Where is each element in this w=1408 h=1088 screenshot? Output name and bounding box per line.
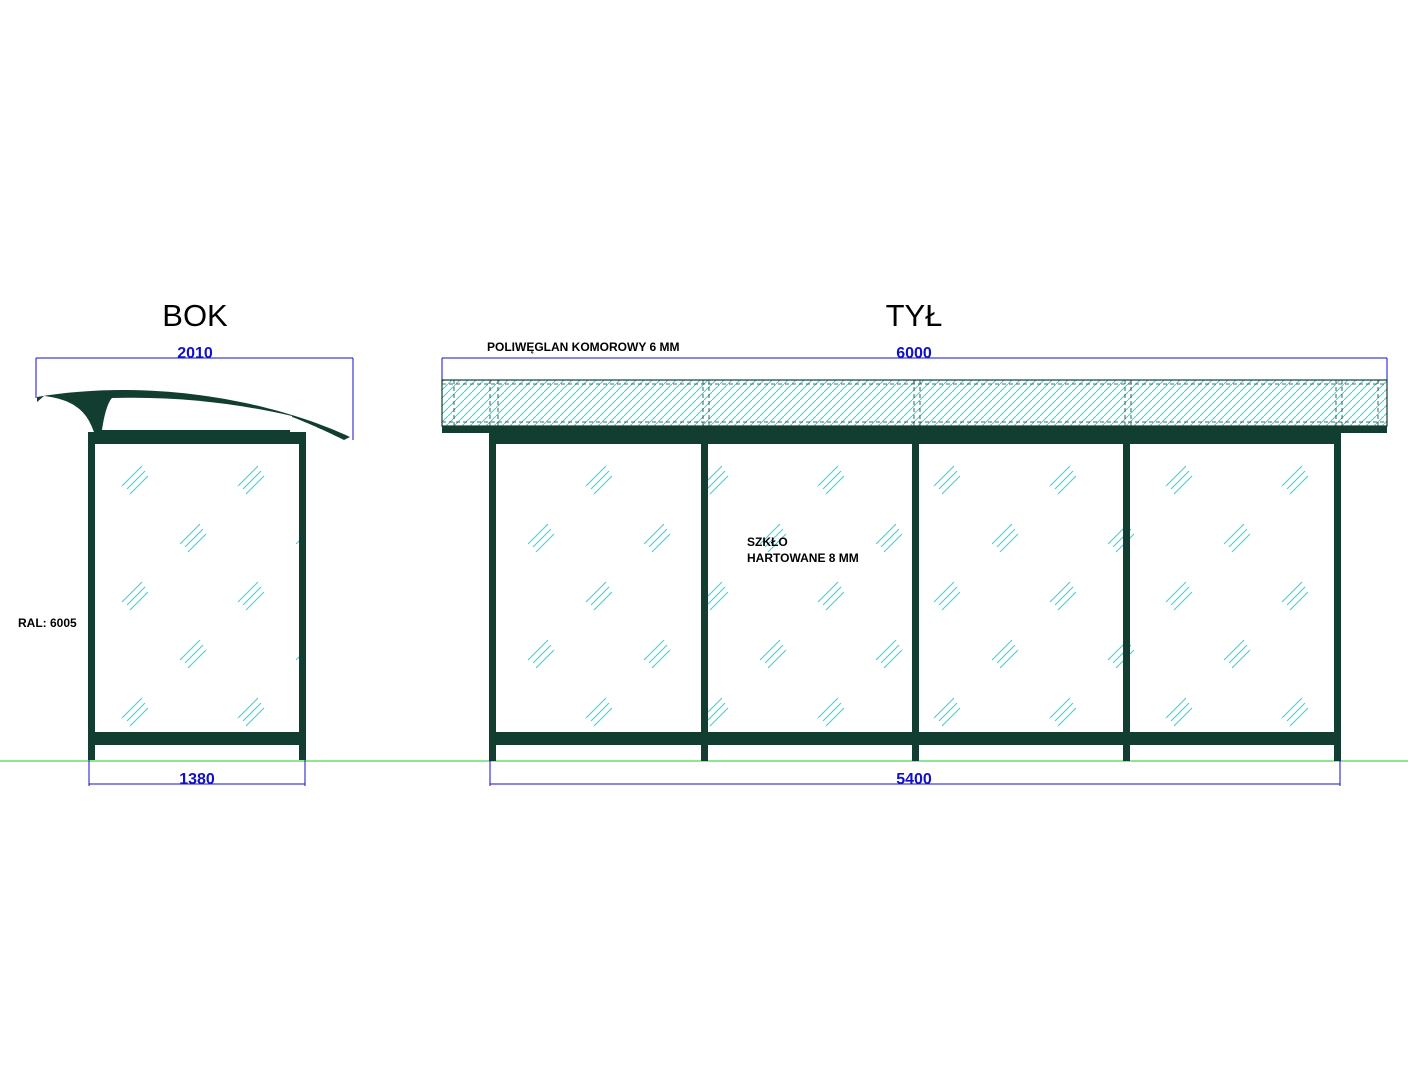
back-glass-panel <box>496 444 701 732</box>
back-roof-width-label: 6000 <box>896 345 932 362</box>
back-glass-panel <box>1130 444 1334 732</box>
side-roof-opening <box>102 397 292 430</box>
polycarbonate-roof <box>441 379 1388 427</box>
back-base-width-label: 5400 <box>896 771 932 788</box>
glass-note-line2: HARTOWANE 8 MM <box>747 551 859 565</box>
back-view-title: TYŁ <box>886 298 943 333</box>
back-roof-dimension: 6000 <box>441 345 1388 380</box>
side-roof-dimension: 2010 <box>35 345 354 440</box>
side-base-dimension: 1380 <box>88 760 306 788</box>
color-note: RAL: 6005 <box>18 616 77 630</box>
glass-note-line1: SZKŁO <box>747 535 788 549</box>
side-roof-width-label: 2010 <box>177 345 213 362</box>
back-view: TYŁ POLIWĘGLAN KOMOROWY 6 MM 6000 <box>441 298 1388 788</box>
back-glass-panel <box>919 444 1123 732</box>
side-base-width-label: 1380 <box>179 771 215 788</box>
side-view-title: BOK <box>162 298 228 333</box>
side-view: BOK 2010 1380 RAL: 6005 <box>18 298 354 788</box>
roof-material-note: POLIWĘGLAN KOMOROWY 6 MM <box>487 340 679 354</box>
back-base-dimension: 5400 <box>489 760 1341 788</box>
back-glass-panel <box>708 444 912 732</box>
side-glass-panel <box>95 444 299 732</box>
